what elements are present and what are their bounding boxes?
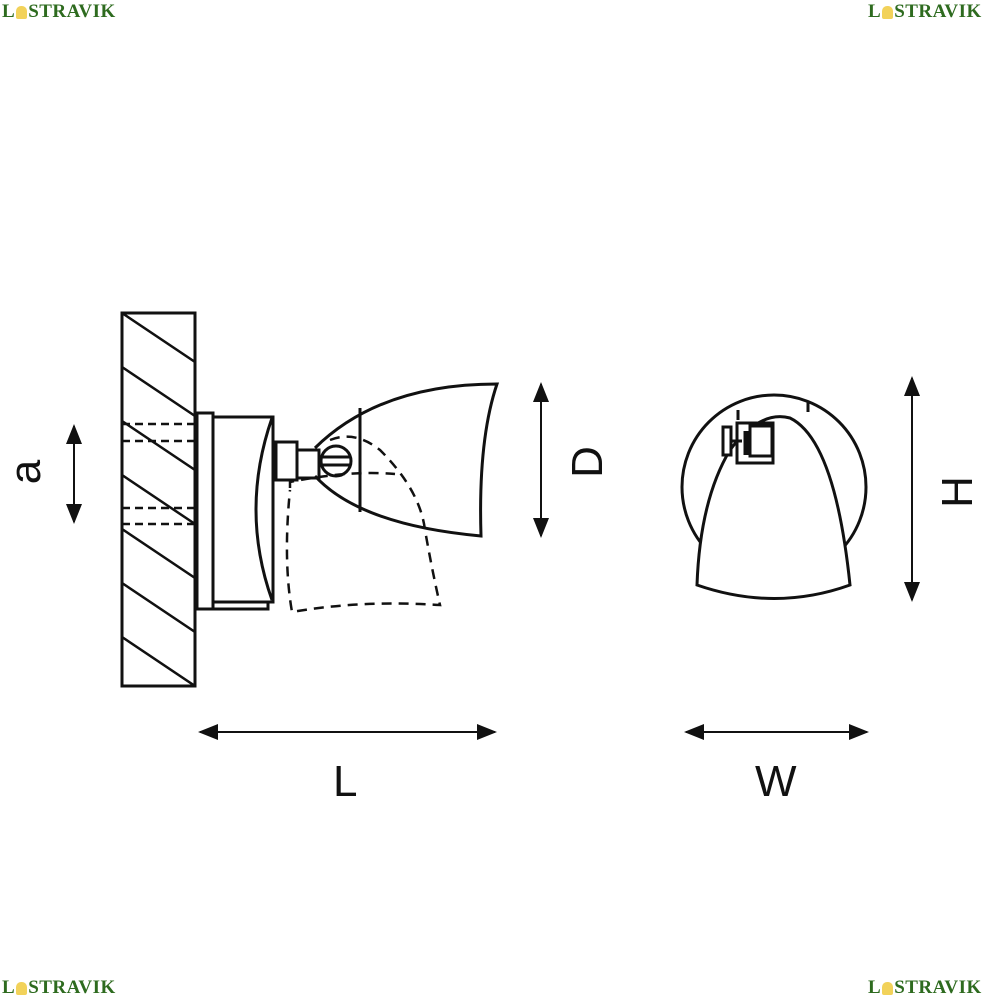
logo-bottom-right: L STRAVIK [868, 976, 982, 1000]
bulb-icon [882, 981, 894, 995]
logo-text: STRAVIK [894, 1, 982, 22]
dimension-w-label: W [755, 757, 797, 806]
bulb-icon [882, 5, 894, 19]
logo-top-left: L STRAVIK [2, 0, 116, 24]
bulb-icon [16, 5, 28, 19]
side-view-lamp [195, 382, 500, 614]
dimension-d-label: D [562, 446, 612, 478]
logo-letter: L [868, 1, 882, 22]
logo-letter: L [2, 977, 16, 998]
dimension-h-label: H [932, 476, 982, 508]
dimension-arrows [66, 376, 920, 740]
logo-text: STRAVIK [894, 977, 982, 998]
front-view-lamp [680, 393, 868, 600]
logo-bottom-left: L STRAVIK [2, 976, 116, 1000]
bulb-icon [16, 981, 28, 995]
logo-letter: L [868, 977, 882, 998]
dimension-a-label: a [1, 459, 51, 485]
wall-hatch [120, 311, 197, 688]
logo-text: STRAVIK [28, 977, 116, 998]
logo-letter: L [2, 1, 16, 22]
dimension-l-label: L [333, 757, 358, 806]
logo-text: STRAVIK [28, 1, 116, 22]
logo-top-right: L STRAVIK [868, 0, 982, 24]
